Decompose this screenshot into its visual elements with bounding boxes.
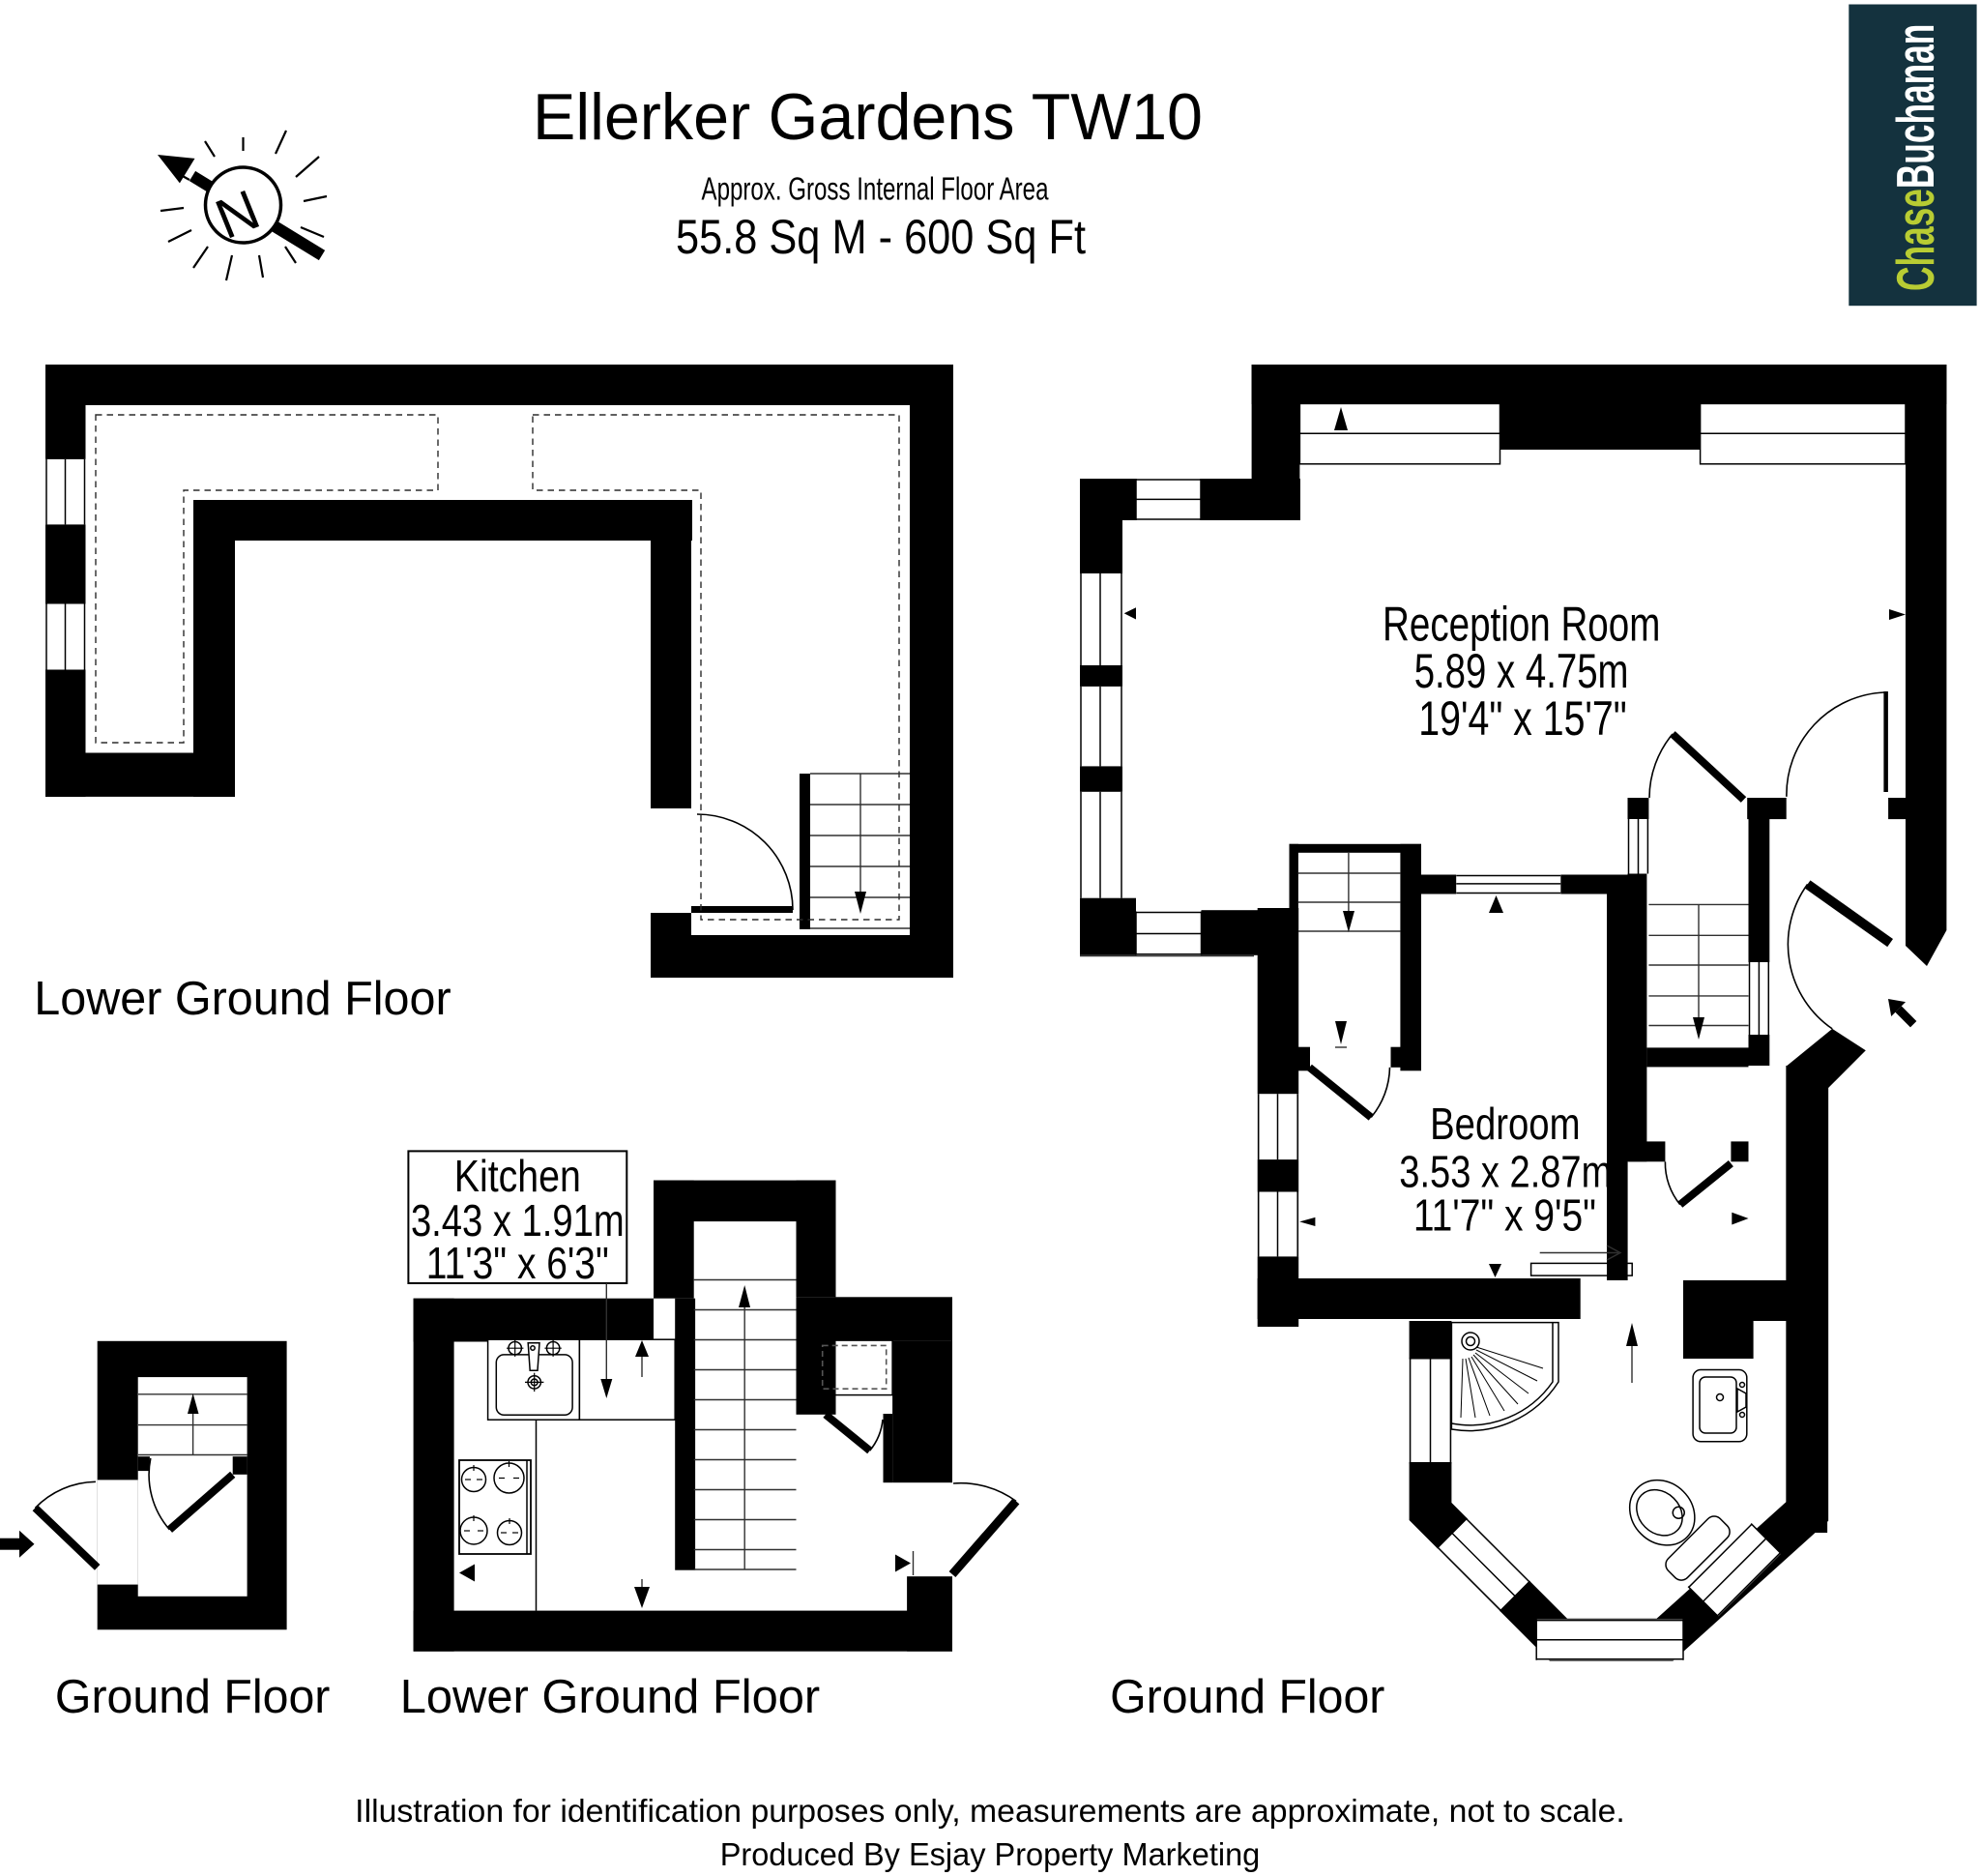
svg-text:Produced By Esjay Property Mar: Produced By Esjay Property Marketing: [720, 1836, 1261, 1872]
svg-text:Kitchen: Kitchen: [454, 1151, 581, 1201]
svg-text:19'4" x 15'7": 19'4" x 15'7": [1418, 691, 1626, 746]
svg-text:11'7" x 9'5": 11'7" x 9'5": [1413, 1190, 1596, 1241]
svg-text:Illustration for identificatio: Illustration for identification purposes…: [355, 1793, 1625, 1829]
svg-text:11'3" x 6'3": 11'3" x 6'3": [426, 1238, 609, 1288]
svg-text:Ground Floor: Ground Floor: [1110, 1671, 1384, 1723]
svg-text:Lower Ground Floor: Lower Ground Floor: [34, 973, 451, 1025]
svg-text:Bedroom: Bedroom: [1430, 1099, 1580, 1149]
svg-text:55.8 Sq M - 600 Sq Ft: 55.8 Sq M - 600 Sq Ft: [676, 210, 1086, 264]
svg-text:Reception Room: Reception Room: [1383, 598, 1660, 652]
svg-text:Ground Floor: Ground Floor: [55, 1671, 331, 1723]
svg-text:3.53 x 2.87m: 3.53 x 2.87m: [1399, 1146, 1612, 1196]
svg-text:Lower Ground Floor: Lower Ground Floor: [400, 1671, 821, 1723]
svg-text:ChaseBuchanan: ChaseBuchanan: [1885, 24, 1945, 291]
svg-text:Approx. Gross Internal Floor A: Approx. Gross Internal Floor Area: [702, 170, 1049, 206]
svg-text:3.43 x 1.91m: 3.43 x 1.91m: [411, 1195, 625, 1246]
svg-text:Ellerker Gardens TW10: Ellerker Gardens TW10: [533, 80, 1203, 154]
svg-text:5.89 x 4.75m: 5.89 x 4.75m: [1414, 644, 1629, 698]
